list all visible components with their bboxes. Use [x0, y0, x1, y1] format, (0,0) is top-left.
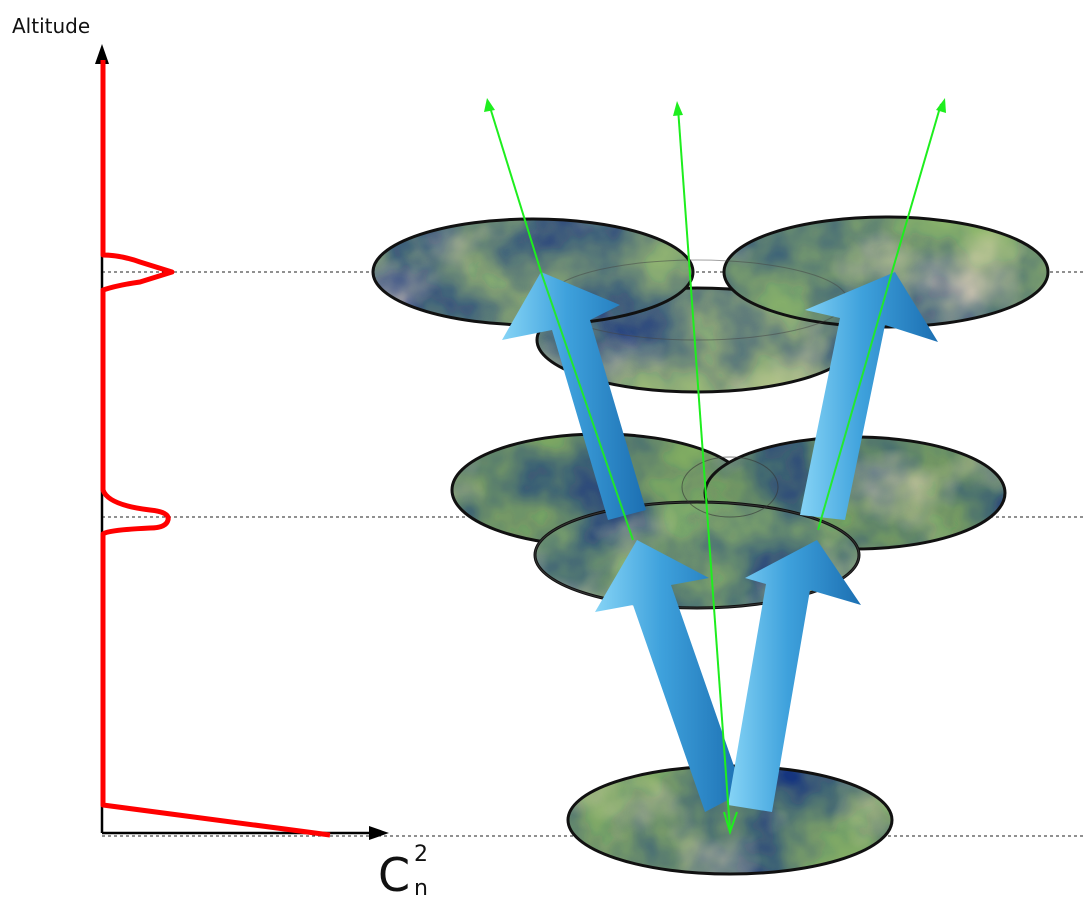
cn2-superscript: 2: [414, 842, 428, 867]
altitude-axis-arrowhead: [95, 44, 109, 64]
axes: [95, 44, 389, 840]
altitude-axis-label: Altitude: [12, 14, 91, 38]
cn2-subscript: n: [414, 876, 428, 901]
beam-arrows: [502, 272, 938, 812]
ray-center-tip: [723, 811, 738, 836]
ray-arrowheads: [484, 98, 946, 116]
ray-left-lower: [540, 271, 634, 541]
upper-patch-right: [722, 215, 1050, 329]
rays: [488, 103, 942, 836]
ray-center: [677, 107, 731, 831]
cn2-profile-line: [100, 60, 331, 838]
middle-layer: [450, 432, 1007, 610]
cn2-base: C: [378, 848, 411, 902]
beam-arrow-lower-left: [595, 540, 743, 812]
cn2-axis-label: C 2 n: [378, 842, 428, 901]
cn2-axis-arrowhead: [369, 826, 389, 840]
ray-right-lower: [817, 271, 893, 531]
beam-arrow-upper-left: [502, 272, 646, 520]
beam-arrow-lower-right: [728, 540, 861, 812]
upper-layer: [371, 215, 1050, 394]
ray-right: [891, 103, 942, 273]
beam-arrow-upper-right: [800, 272, 938, 520]
ray-left: [488, 103, 542, 273]
